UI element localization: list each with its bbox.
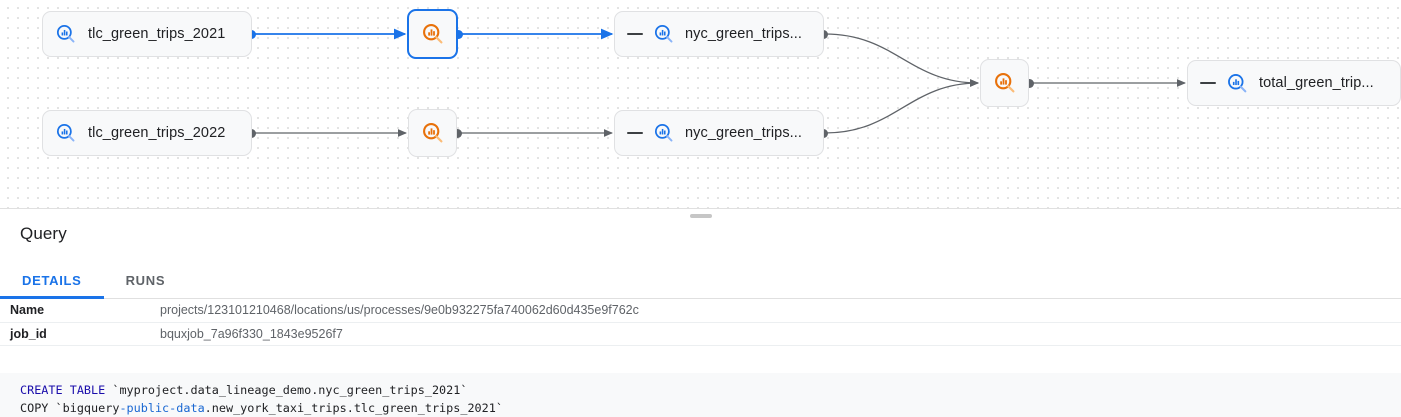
table-row: job_id bquxjob_7a96f330_1843e9526f7 [0,323,1401,346]
graph-node-total-green-trips[interactable]: total_green_trip... [1187,60,1401,106]
detail-key: Name [10,303,45,318]
panel-title: Query [20,224,67,243]
lineage-graph-canvas[interactable]: tlc_green_trips_2021 [0,0,1401,208]
detail-value: bquxjob_7a96f330_1843e9526f7 [160,326,343,341]
node-label: total_green_trip... [1259,75,1374,91]
port-out-proc1[interactable] [454,29,463,39]
detail-key: job_id [10,326,47,341]
sql-code-block[interactable]: CREATE TABLE `myproject.data_lineage_dem… [0,373,1401,417]
collapse-icon[interactable] [627,132,643,134]
tab-details[interactable]: DETAILS [0,265,104,299]
process-search-icon-orange [421,121,445,145]
sql-line2-highlight: -public-data [119,401,205,415]
graph-node-tlc-green-trips-2022[interactable]: tlc_green_trips_2022 [42,110,252,156]
table-search-icon-blue [55,122,77,144]
table-search-icon-blue [55,23,77,45]
process-search-icon-orange [421,22,445,46]
graph-node-process-query-selected[interactable] [407,9,458,59]
port-out-merge[interactable] [1025,78,1034,88]
lineage-edges [252,28,1187,137]
table-search-icon-blue [653,122,675,144]
node-label: nyc_green_trips... [685,125,803,141]
graph-node-nyc-green-trips-bottom[interactable]: nyc_green_trips... [614,110,824,156]
edge-nyc2021-to-merge [824,33,980,87]
node-label: tlc_green_trips_2022 [88,125,226,141]
sql-line2-prefix: COPY `bigquery [20,401,120,415]
panel-tabs: DETAILS RUNS [0,265,1401,299]
port-out-proc2[interactable] [453,128,462,138]
details-panel: Query DETAILS RUNS Name projects/1231012… [0,208,1401,417]
node-label: tlc_green_trips_2021 [88,26,226,42]
detail-value: projects/123101210468/locations/us/proce… [160,303,639,318]
sql-line2-suffix: .new_york_taxi_trips.tlc_green_trips_202… [204,401,503,415]
process-search-icon-orange [993,71,1017,95]
edge-nyc2022-to-merge [824,79,980,134]
graph-node-nyc-green-trips-top[interactable]: nyc_green_trips... [614,11,824,57]
table-search-icon-blue [1226,72,1249,95]
collapse-icon[interactable] [627,33,643,35]
sql-keyword-create-table: CREATE TABLE [20,383,106,397]
node-label: nyc_green_trips... [685,26,803,42]
details-key-value-table: Name projects/123101210468/locations/us/… [0,299,1401,346]
panel-resize-handle[interactable] [689,214,712,218]
graph-node-tlc-green-trips-2021[interactable]: tlc_green_trips_2021 [42,11,252,57]
collapse-icon[interactable] [1200,82,1216,84]
graph-node-process-query-2[interactable] [408,109,457,157]
table-search-icon-blue [653,23,675,45]
table-row: Name projects/123101210468/locations/us/… [0,299,1401,323]
sql-line1-rest: `myproject.data_lineage_demo.nyc_green_t… [105,383,468,397]
graph-node-process-merge[interactable] [980,59,1029,107]
tab-runs[interactable]: RUNS [125,273,166,288]
